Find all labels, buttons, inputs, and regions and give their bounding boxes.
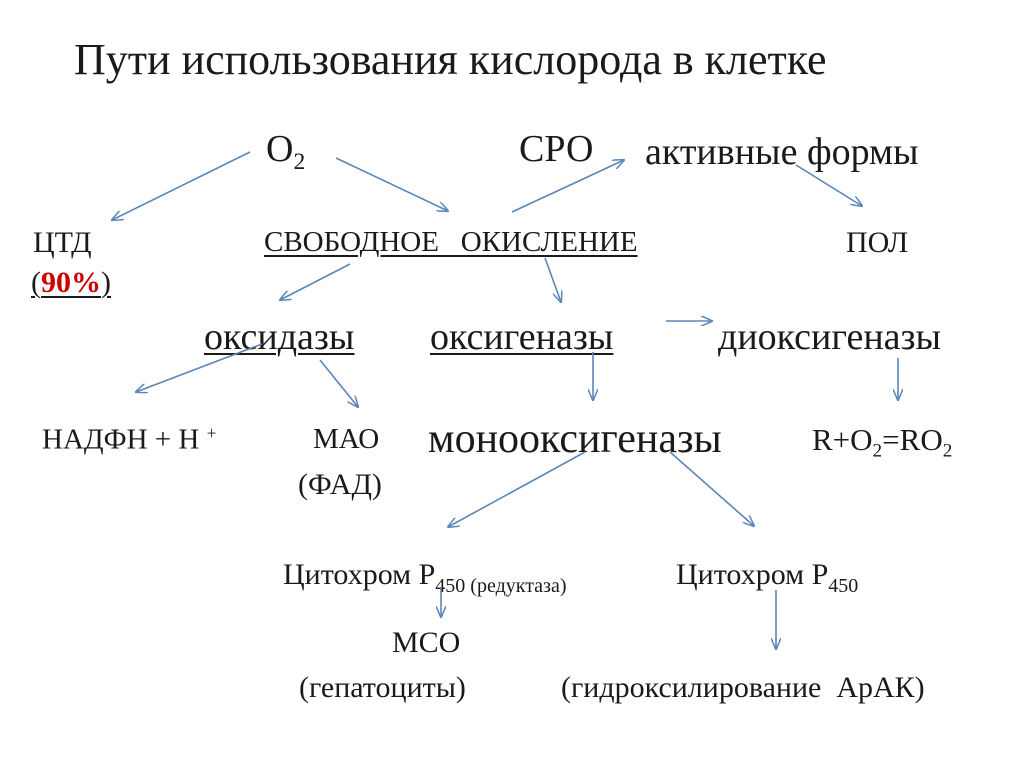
- arrow-monooxygenases-to-reductase: [448, 451, 586, 527]
- reaction-part2: =RO: [882, 422, 943, 457]
- node-mao: МАО: [313, 423, 380, 455]
- cyt-p450-text: Цитохром Р: [676, 558, 829, 591]
- cyt-p450-sub: 450: [828, 575, 859, 597]
- ctd-percent-value: 90%: [41, 266, 101, 299]
- reaction-sub2: 2: [942, 440, 953, 462]
- node-sro: СРО: [519, 128, 594, 170]
- nadph-text: НАДФН + Н: [42, 423, 207, 456]
- node-free-oxidation: СВОБОДНОЕ ОКИСЛЕНИЕ: [264, 226, 638, 258]
- node-hepatocytes: (гепатоциты): [299, 671, 466, 704]
- node-oxygenases: оксигеназы: [430, 316, 614, 358]
- node-hydroxylation: (гидроксилирование АрАК): [561, 671, 925, 704]
- arrow-free-oxidation-to-oxygenases: [544, 257, 561, 302]
- page-title: Пути использования кислорода в клетке: [74, 35, 827, 84]
- arrow-oxidases-to-mao: [319, 359, 358, 407]
- node-o2: O2: [266, 130, 305, 175]
- o2-subscript: 2: [293, 149, 306, 176]
- arrow-free-oxidation-to-oxidases: [280, 263, 351, 300]
- nadph-plus: +: [206, 423, 217, 443]
- node-oxidases: оксидазы: [204, 316, 355, 358]
- node-pol: ПОЛ: [846, 226, 909, 259]
- node-mso: МСО: [392, 626, 461, 659]
- node-dioxygenases: диоксигеназы: [718, 316, 942, 358]
- o2-base: O: [266, 128, 294, 170]
- arrow-o2-to-ctd: [112, 151, 251, 220]
- arrow-free-oxidation-to-sro: [511, 160, 624, 213]
- node-ctd: ЦТД: [33, 226, 92, 259]
- node-fad: (ФАД): [298, 468, 382, 501]
- node-active-forms: активные формы: [645, 131, 919, 173]
- cyt-reductase-text: Цитохром Р: [283, 558, 436, 591]
- node-monooxygenases: монооксигеназы: [428, 416, 722, 462]
- reaction-sub1: 2: [872, 440, 883, 462]
- node-nadph: НАДФН + Н +: [42, 423, 217, 456]
- arrow-oxidases-to-nadph: [136, 343, 263, 392]
- ctd-percent-open: (: [31, 266, 41, 299]
- arrow-active-forms-to-pol: [795, 164, 862, 206]
- arrow-o2-to-free-oxidation: [335, 157, 448, 211]
- reaction-part1: R+O: [812, 422, 873, 457]
- node-reaction: R+O2=RO2: [812, 424, 952, 461]
- arrow-monooxygenases-to-p450: [669, 451, 754, 526]
- node-cytochrome-reductase: Цитохром Р450 (редуктаза): [283, 558, 567, 597]
- ctd-percent-close: ): [101, 266, 111, 299]
- node-cytochrome-p450: Цитохром Р450: [676, 558, 859, 597]
- node-ctd-percent: (90%): [31, 268, 111, 298]
- cyt-reductase-sub: 450 (редуктаза): [435, 575, 567, 597]
